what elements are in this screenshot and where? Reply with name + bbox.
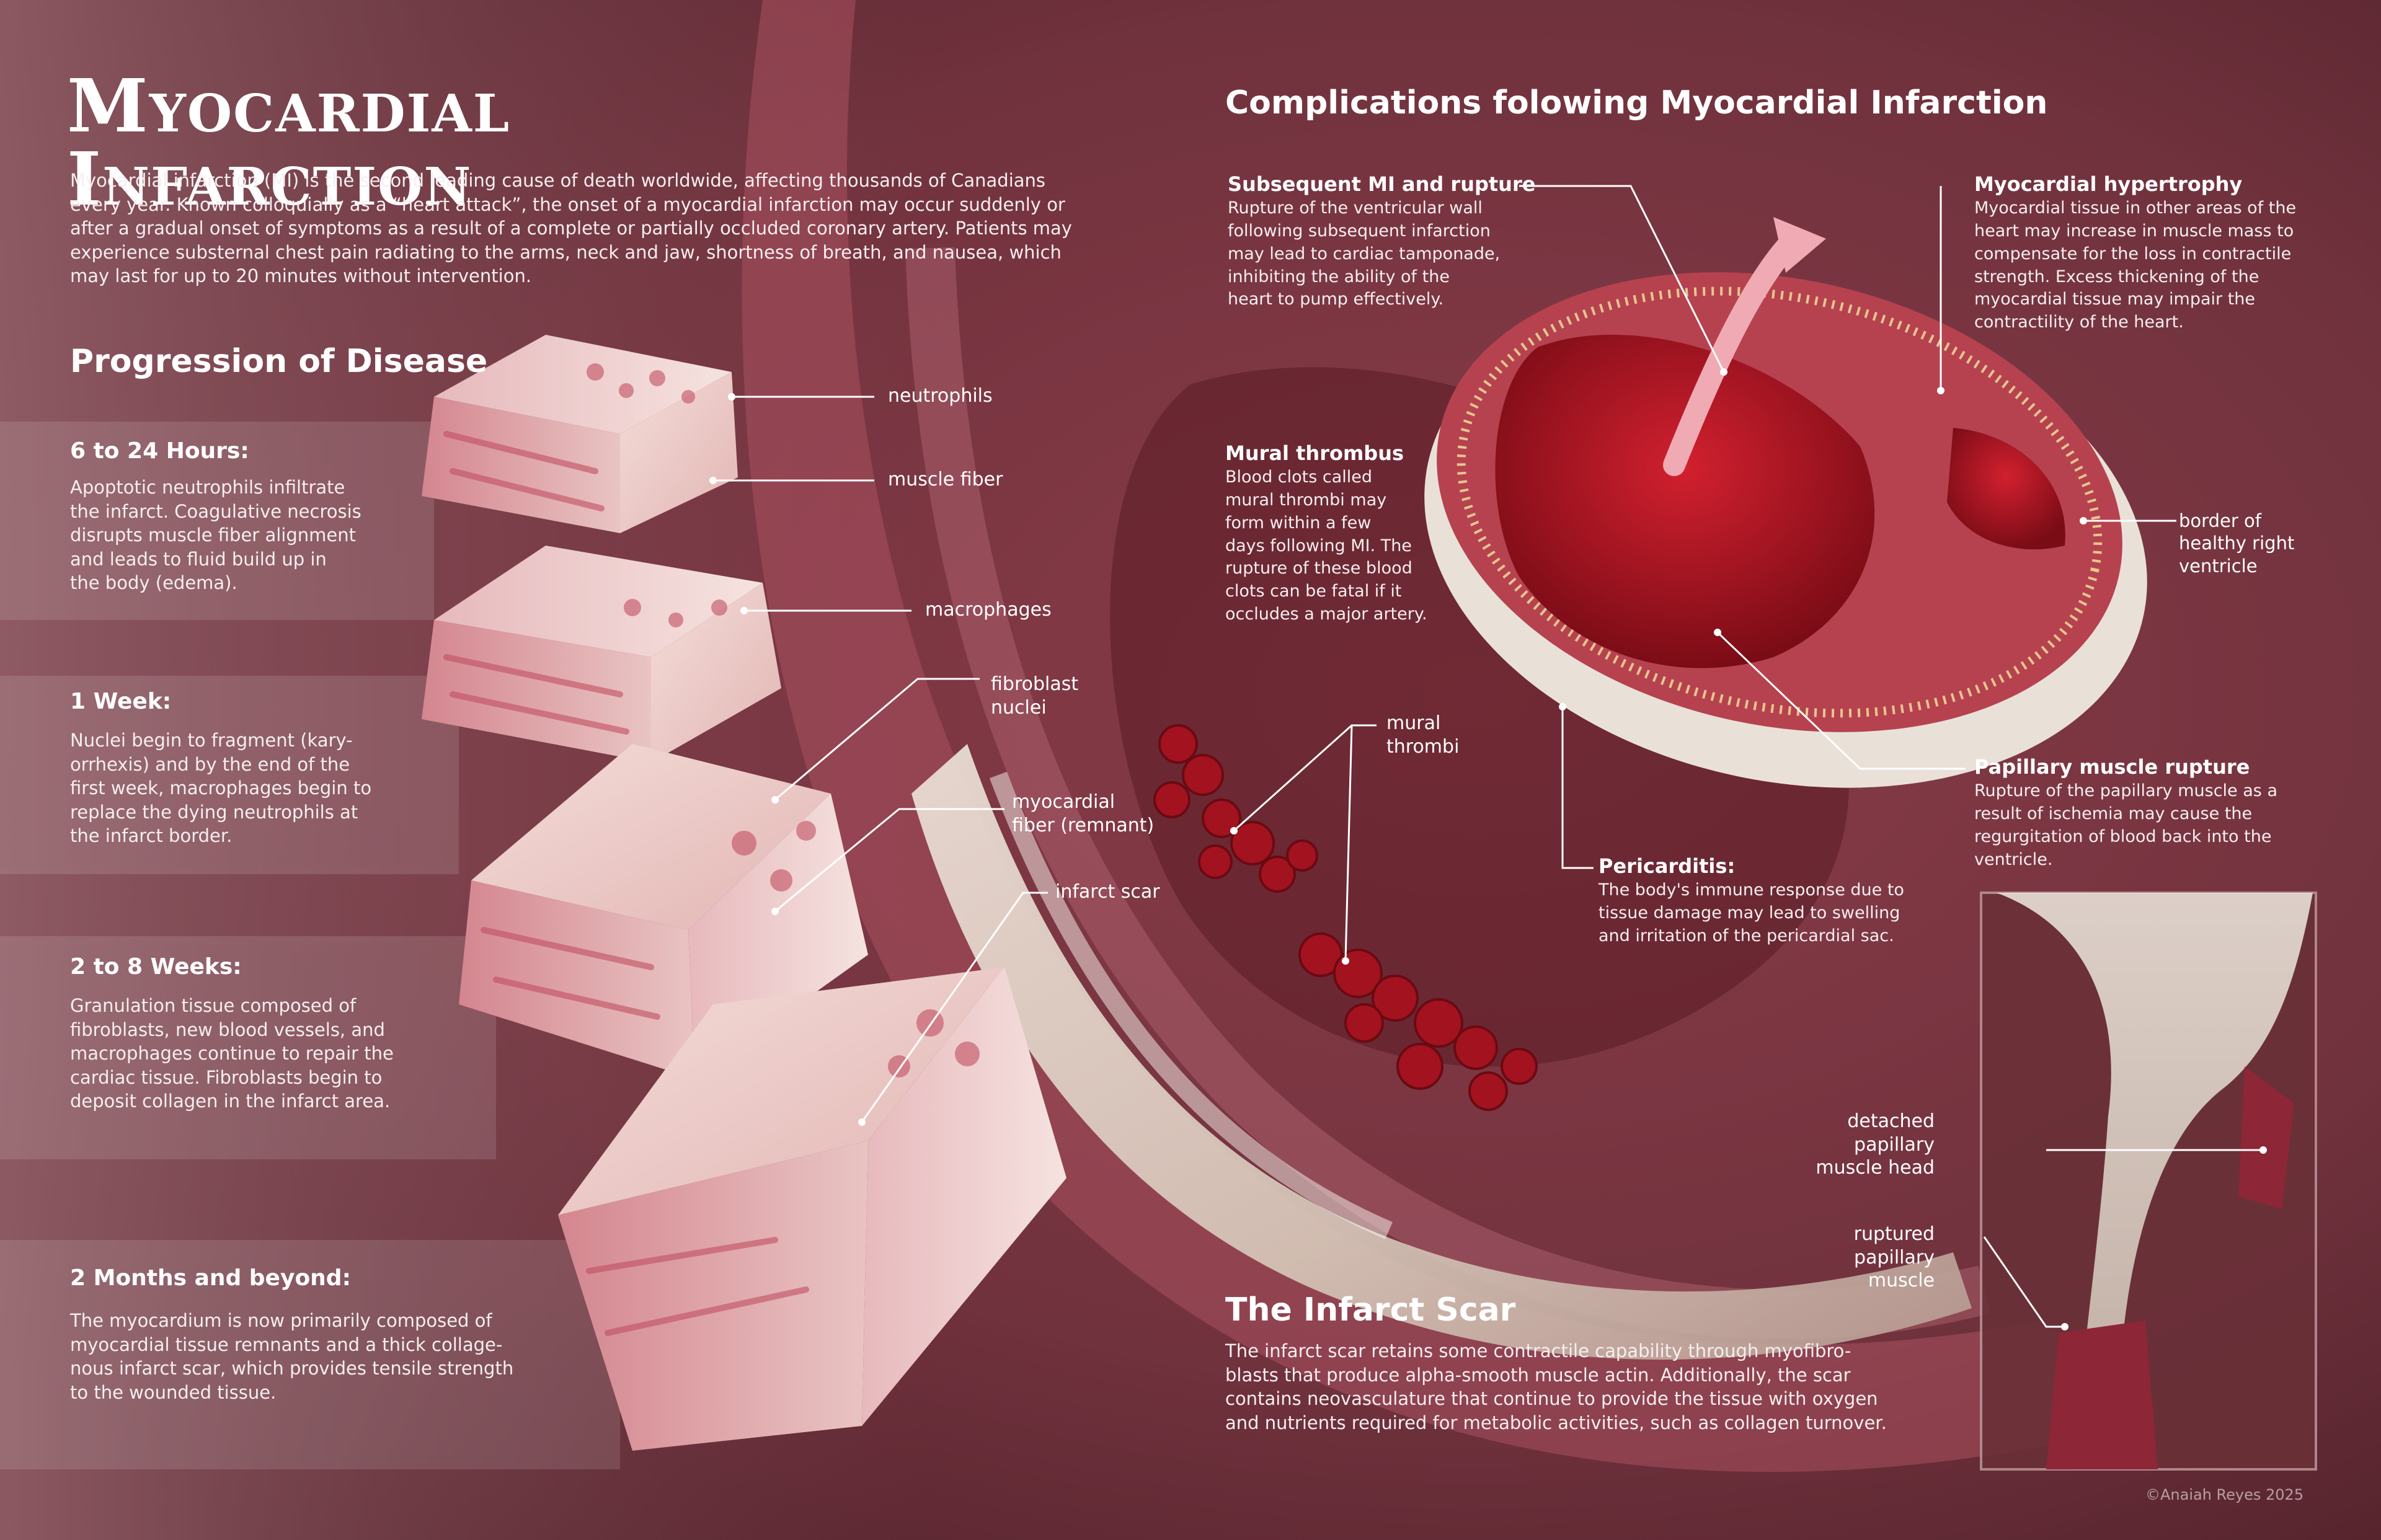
intro-text: Myocardial infarction (MI) is the second… — [70, 170, 1072, 287]
page-title: Myocardial Infarction — [67, 63, 511, 222]
label-ruptured-papillary: ruptured papillary muscle — [1853, 1223, 1935, 1291]
stage-text: Nuclei begin to fragment (kary- orrhexis… — [70, 730, 372, 847]
scar-text: The infarct scar retains some contractil… — [1225, 1340, 1887, 1433]
mural-thrombus-block: Mural thrombus Blood clots called mural … — [1225, 441, 1486, 626]
hypertrophy-title: Myocardial hypertrophy — [1974, 172, 2243, 196]
stage-title: 2 to 8 Weeks: — [70, 954, 242, 980]
complications-heading: Complications folowing Myocardial Infarc… — [1225, 84, 2048, 122]
progression-heading: Progression of Disease — [70, 343, 488, 380]
label-detached-papillary: detached papillary muscle head — [1816, 1110, 1935, 1179]
stage-2-months: 2 Months and beyond: The myocardium is n… — [70, 1265, 628, 1404]
papillary-block: Papillary muscle rupture Rupture of the … — [1974, 755, 2346, 871]
stage-text: The myocardium is now primarily composed… — [70, 1310, 514, 1403]
stage-text: Apoptotic neutrophils infiltrate the inf… — [70, 477, 361, 594]
subsequent-mi-title: Subsequent MI and rupture — [1228, 172, 1536, 196]
label-muscle-fiber: muscle fiber — [888, 469, 1003, 490]
subsequent-mi-text: Rupture of the ventricular wall followin… — [1228, 198, 1501, 309]
label-border-right-ventricle: border of healthy right ventricle — [2179, 510, 2295, 577]
papillary-text: Rupture of the papillary muscle as a res… — [1974, 781, 2277, 869]
pericarditis-text: The body's immune response due to tissue… — [1598, 880, 1904, 945]
papillary-title: Papillary muscle rupture — [1974, 755, 2250, 779]
hypertrophy-block: Myocardial hypertrophy Myocardial tissue… — [1974, 172, 2359, 334]
scar-heading: The Infarct Scar — [1225, 1291, 1516, 1329]
mural-thrombus-text: Blood clots called mural thrombi may for… — [1225, 467, 1427, 624]
stage-1-week: 1 Week: Nuclei begin to fragment (kary- … — [70, 688, 467, 848]
stage-6-24-hours: 6 to 24 Hours: Apoptotic neutrophils inf… — [70, 438, 442, 595]
copyright: ©Anaiah Reyes 2025 — [2145, 1486, 2304, 1503]
label-myocardial-fiber: myocardial fiber (remnant) — [1012, 791, 1155, 836]
label-macrophages: macrophages — [925, 599, 1052, 621]
pericarditis-title: Pericarditis: — [1598, 854, 1736, 878]
stage-title: 6 to 24 Hours: — [70, 438, 249, 464]
stage-text: Granulation tissue composed of fibroblas… — [70, 995, 394, 1112]
label-mural-thrombi: mural thrombi — [1386, 712, 1460, 758]
hypertrophy-text: Myocardial tissue in other areas of the … — [1974, 198, 2297, 332]
subsequent-mi-block: Subsequent MI and rupture Rupture of the… — [1228, 172, 1550, 311]
pericarditis-block: Pericarditis: The body's immune response… — [1598, 854, 1971, 948]
label-infarct-scar: infarct scar — [1055, 881, 1160, 903]
stage-2-8-weeks: 2 to 8 Weeks: Granulation tissue compose… — [70, 954, 517, 1113]
mural-thrombus-title: Mural thrombus — [1225, 441, 1404, 465]
label-neutrophils: neutrophils — [888, 385, 993, 407]
stage-title: 1 Week: — [70, 689, 172, 714]
stage-title: 2 Months and beyond: — [70, 1265, 351, 1291]
label-fibroblast-nuclei: fibroblast nuclei — [991, 673, 1079, 719]
